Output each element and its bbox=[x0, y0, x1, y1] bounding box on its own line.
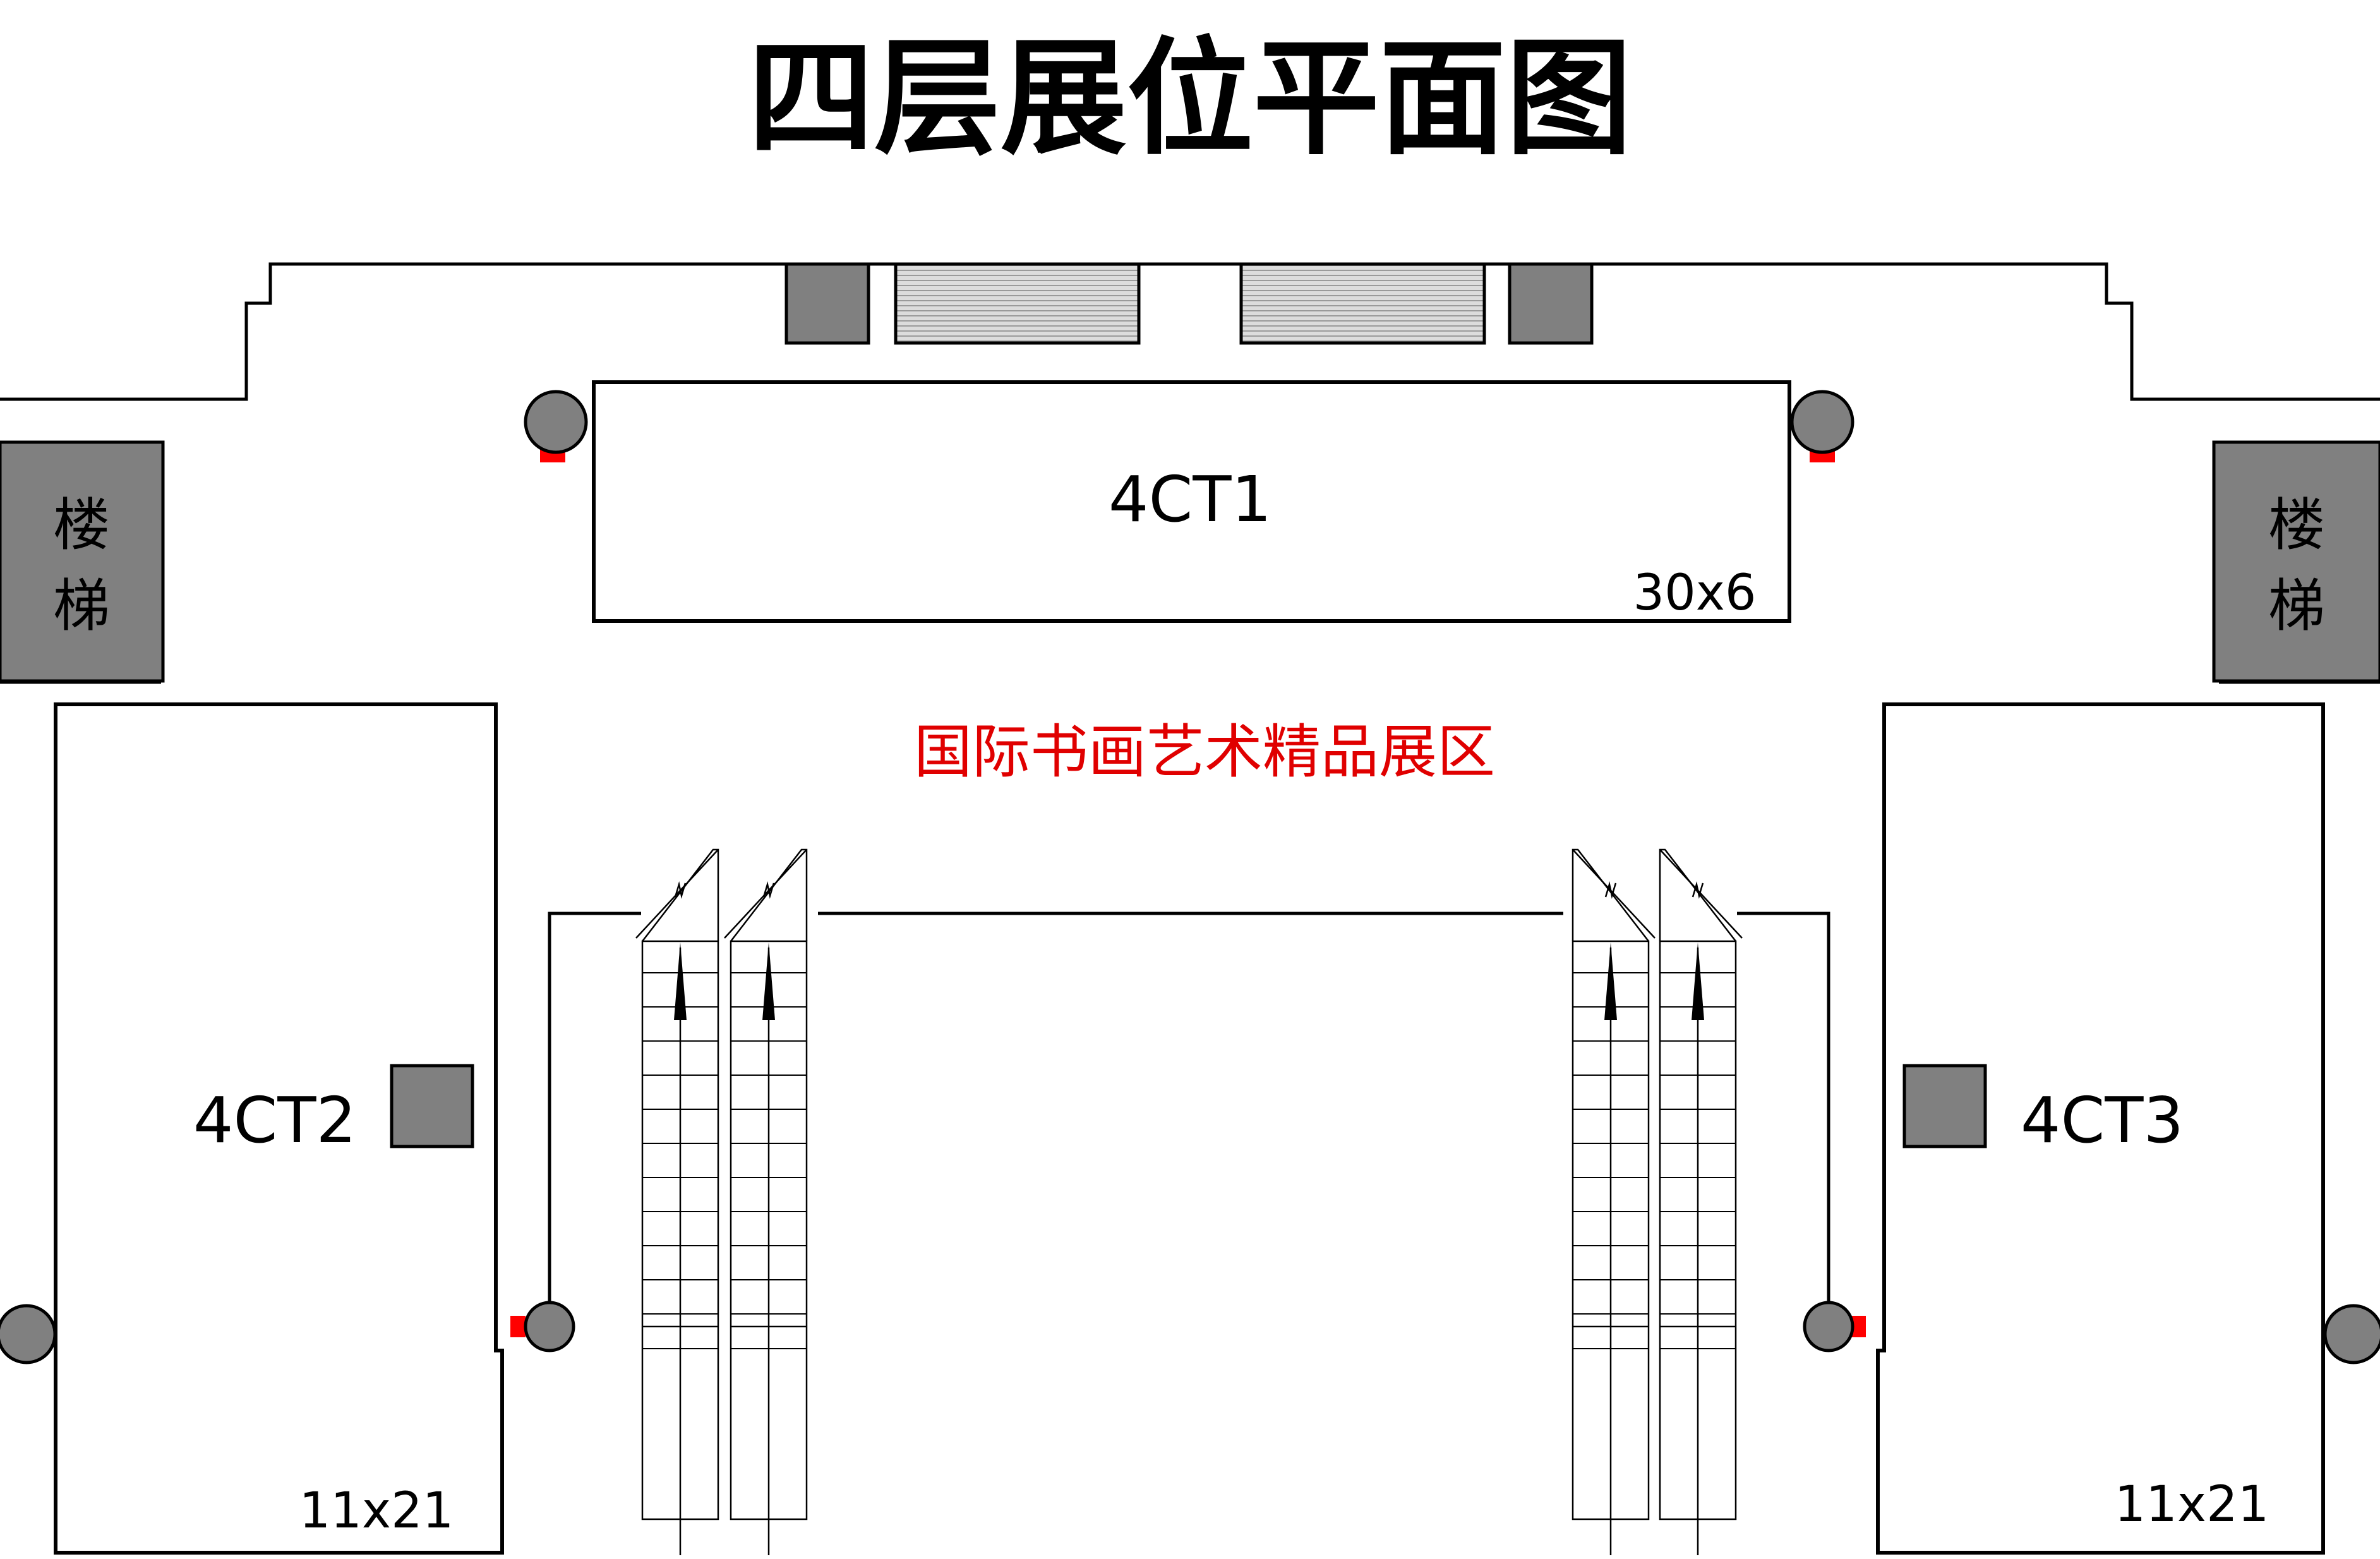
escalator bbox=[635, 848, 719, 1555]
red-marker bbox=[510, 1316, 526, 1337]
stair-label: 梯 bbox=[2268, 573, 2325, 639]
hatched-panel bbox=[894, 262, 1141, 345]
booth-4ct1[interactable]: 4CT1 30x6 bbox=[592, 380, 1791, 623]
column-box bbox=[1902, 1064, 1987, 1148]
escalator bbox=[1572, 848, 1656, 1555]
stair-label: 梯 bbox=[53, 573, 110, 639]
page-title: 四层展位平面图 bbox=[748, 25, 1632, 172]
pillar bbox=[2323, 1304, 2380, 1364]
escalator bbox=[724, 848, 808, 1555]
top-fixtures bbox=[784, 262, 1594, 345]
stairwell-right: 楼 梯 bbox=[2212, 440, 2380, 683]
pillar bbox=[524, 390, 588, 454]
booth-id: 4CT2 bbox=[193, 1083, 356, 1157]
column-box bbox=[390, 1064, 474, 1148]
booth-id: 4CT3 bbox=[2021, 1083, 2184, 1157]
escalator bbox=[1659, 848, 1743, 1555]
column-box bbox=[784, 262, 870, 345]
railings bbox=[548, 912, 1830, 1327]
zone-label: 国际书画艺术精品展区 bbox=[914, 718, 1495, 786]
booth-size: 11x21 bbox=[299, 1483, 454, 1539]
stair-label: 楼 bbox=[2268, 492, 2325, 558]
stairwell-left: 楼 梯 bbox=[0, 440, 165, 683]
hatched-panel bbox=[1239, 262, 1486, 345]
column-box bbox=[1508, 262, 1594, 345]
booth-4ct3[interactable]: 4CT3 11x21 bbox=[1876, 702, 2325, 1555]
booth-id: 4CT1 bbox=[1109, 462, 1271, 536]
escalators bbox=[635, 848, 1743, 1555]
booth-4ct2[interactable]: 4CT2 11x21 bbox=[54, 702, 504, 1555]
pillar bbox=[1790, 390, 1854, 454]
pillar bbox=[524, 1301, 575, 1352]
pillars bbox=[0, 390, 2380, 1364]
stair-label: 楼 bbox=[53, 492, 110, 558]
booth-size: 30x6 bbox=[1633, 565, 1756, 622]
pillar bbox=[0, 1304, 57, 1364]
pillar bbox=[1803, 1301, 1854, 1352]
booth-size: 11x21 bbox=[2115, 1476, 2269, 1533]
